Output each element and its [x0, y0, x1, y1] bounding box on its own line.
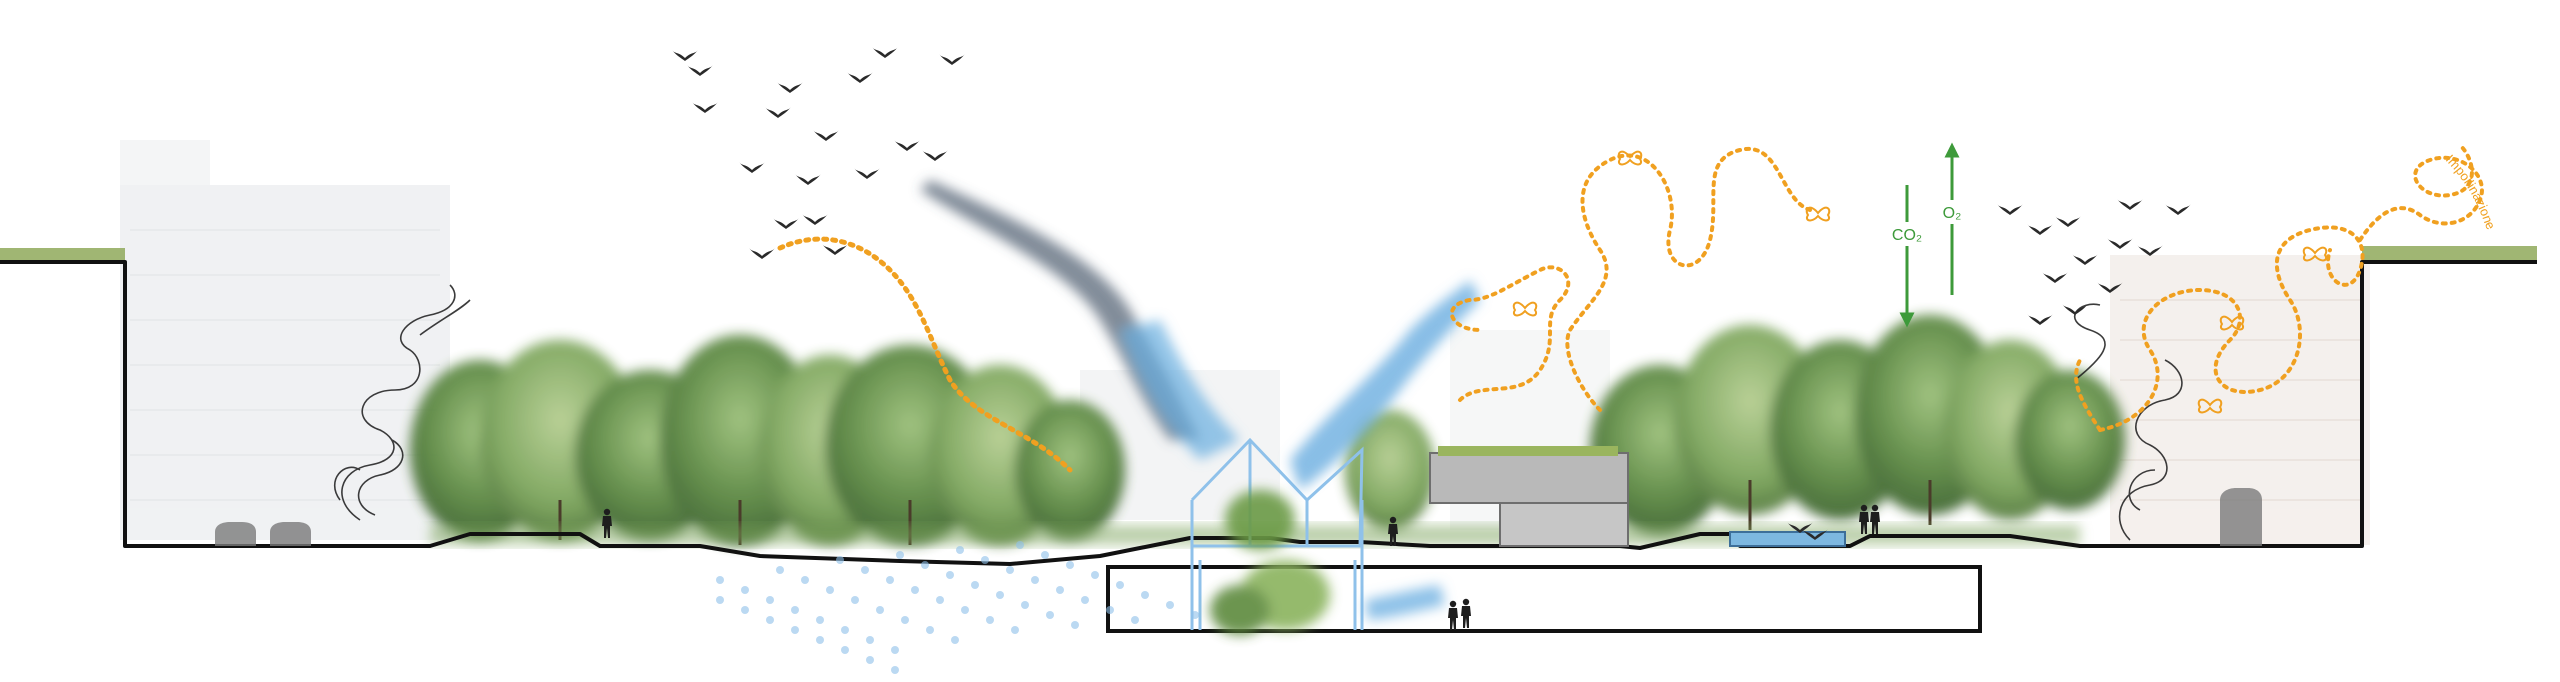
water-pool	[1729, 531, 1846, 547]
rain-infiltration	[716, 541, 1199, 674]
car-icon	[2220, 488, 2262, 546]
pollinator-path-right	[2074, 143, 2484, 432]
ground-section-line	[0, 260, 2537, 566]
swirl-texture-right	[2074, 303, 2183, 541]
gray-block-building	[1429, 446, 1629, 547]
green-roof-left	[0, 248, 125, 262]
mist-plume-blue	[1290, 280, 1480, 620]
bird-icon	[692, 102, 718, 113]
gas-exchange: CO₂ O₂	[1885, 142, 1970, 328]
bird-icon	[2072, 254, 2098, 265]
bird-icon	[765, 107, 791, 118]
bird-icon	[777, 82, 803, 93]
bird-icon	[687, 65, 713, 76]
o2-label: O₂	[1943, 205, 1962, 222]
bird-flock-left	[672, 47, 965, 259]
bird-icon	[2165, 204, 2191, 215]
bird-icon	[922, 150, 948, 161]
pollinator-path-center	[1449, 146, 1812, 412]
car-icon	[270, 522, 311, 546]
bird-icon	[813, 130, 839, 141]
bird-icon	[672, 50, 698, 61]
bird-icon	[773, 218, 799, 229]
bird-icon	[872, 47, 898, 58]
office-tower-left	[120, 185, 450, 540]
pollinator-path-left	[777, 236, 1073, 473]
green-roof-right	[2362, 246, 2537, 260]
bird-icon	[847, 72, 873, 83]
mist-plume-dark	[920, 180, 1240, 460]
greenhouse-plants	[1210, 490, 1330, 635]
bird-icon	[854, 168, 880, 179]
bird-icon	[802, 214, 828, 225]
bird-icon	[795, 174, 821, 185]
bird-icon	[2117, 199, 2143, 210]
butterfly-icon	[1512, 301, 1538, 317]
car-icons	[215, 488, 2262, 546]
bird-icon	[822, 244, 848, 255]
bird-icon	[939, 54, 965, 65]
car-icon	[215, 522, 256, 546]
bird-icon	[2055, 216, 2081, 227]
bird-icon	[749, 248, 775, 259]
bird-icon	[739, 162, 765, 173]
swirl-texture-left	[333, 284, 471, 521]
bird-icon	[2107, 238, 2133, 249]
bird-icon	[1997, 204, 2023, 215]
bird-icon	[2137, 245, 2163, 256]
bird-icon	[894, 140, 920, 151]
co2-label: CO₂	[1892, 227, 1922, 244]
tree-canopy	[410, 315, 2125, 545]
bird-icon	[2042, 272, 2068, 283]
bird-icon	[2027, 224, 2053, 235]
bird-icon	[2027, 314, 2053, 325]
